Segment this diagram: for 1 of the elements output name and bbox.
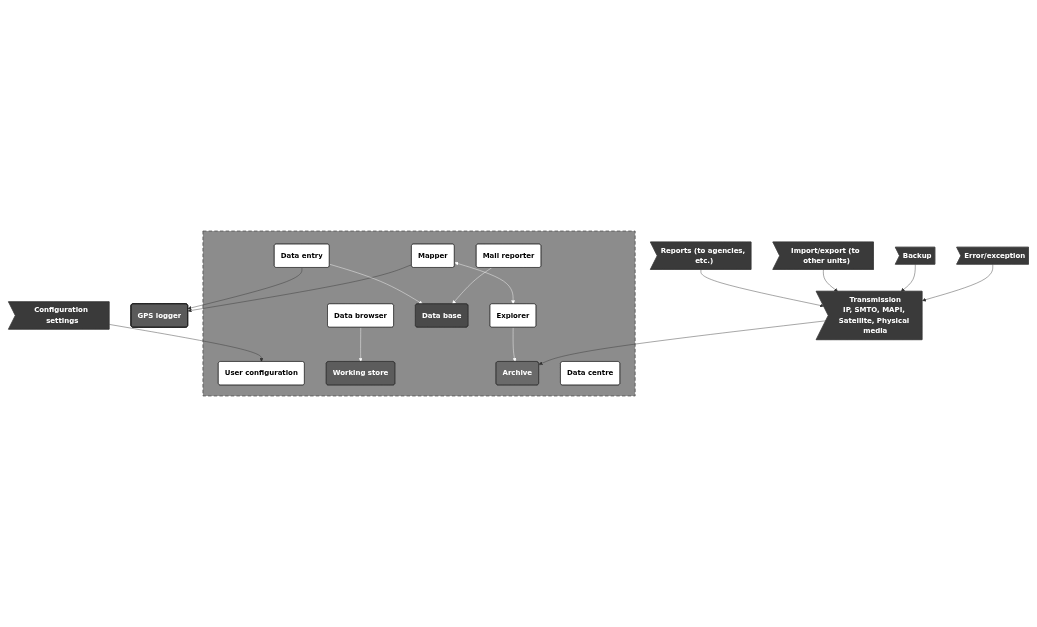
cluster [202, 230, 636, 397]
